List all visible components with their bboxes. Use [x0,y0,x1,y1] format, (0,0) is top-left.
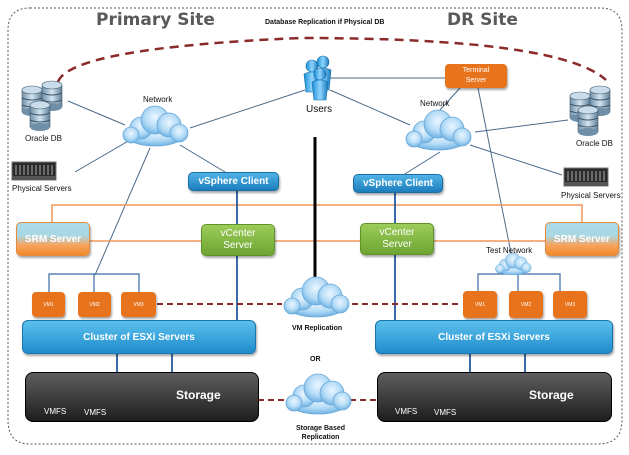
link-network-users [189,89,306,129]
link-terminal-network-dr [439,87,461,111]
vcenter-label-2: Server [382,239,412,250]
srm-server-primary[interactable]: SRM Server [16,222,90,256]
terminal-server-label-2: Server [465,77,487,84]
storage-replication-label-2: Replication [301,434,340,441]
storage-replication-label: Storage Based Replication [296,424,345,442]
vmfs-label: VMFS [84,408,107,417]
dr-site-title: DR Site [447,10,518,30]
vcenter-server-primary[interactable]: vCenter Server [201,224,275,256]
vm-primary-1[interactable]: VM1 [32,292,65,317]
vm-dr-2[interactable]: VM2 [509,291,543,318]
users-icon [303,55,332,101]
vm-replication-label: VM Replication [292,325,343,332]
oracle-db-label-dr: Oracle DB [576,139,613,148]
physical-servers-icon-dr [563,167,609,187]
outer-border [7,7,623,445]
vmfs-label: VMFS [395,407,418,416]
primary-site-title: Primary Site [96,10,215,30]
link-users-network-dr [329,89,411,126]
oracle-db-label-primary: Oracle DB [25,134,62,143]
link-network-vsphere [179,144,231,176]
db-replication-arc [56,36,607,83]
link-network-oracle-dr [474,119,569,133]
vm-primary-2[interactable]: VM2 [78,292,111,317]
vsphere-client-dr[interactable]: vSphere Client [353,174,443,193]
vcenter-server-dr[interactable]: vCenter Server [360,223,434,255]
terminal-server-label-1: Terminal [462,67,490,74]
esxi-cluster-primary[interactable]: Cluster of ESXi Servers [22,320,256,354]
link-network-vsphere-dr [399,151,441,178]
storage-replication-label-1: Storage Based [296,425,346,432]
link-oracle-network [67,100,126,126]
network-label-primary: Network [143,95,173,104]
link-physical-network [74,139,131,173]
storage-replication-cloud [285,373,352,415]
vsphere-client-primary[interactable]: vSphere Client [188,172,279,191]
storage-dr[interactable]: Storage VMFS VMFS [377,372,612,422]
vm-dr-1[interactable]: VM1 [463,291,497,318]
srm-server-dr[interactable]: SRM Server [545,222,619,256]
link-network-physical-dr [469,144,563,176]
network-cloud-primary [122,105,189,147]
test-network-cloud [495,252,532,276]
srm-link-top [51,204,583,227]
db-replication-label: Database Replication if Physical DB [265,19,385,26]
vmfs-label: VMFS [434,408,457,417]
test-network-label: Test Network [486,246,533,255]
network-cloud-dr [405,109,472,151]
link-network-vms [94,147,151,276]
vm-dr-3[interactable]: VM3 [553,291,587,318]
oracle-db-icon-dr [569,85,611,137]
vm-primary-3[interactable]: VM3 [121,292,156,317]
terminal-server-box[interactable]: Terminal Server [445,64,507,88]
vcenter-label-1: vCenter [379,227,415,238]
network-label-dr: Network [420,99,450,108]
vm-replication-cloud [283,276,350,318]
storage-primary[interactable]: Storage VMFS VMFS [25,372,259,422]
physical-servers-label-primary: Physical Servers [12,184,72,193]
users-label: Users [306,104,333,115]
physical-servers-label-dr: Physical Servers [561,191,621,200]
vmfs-label: VMFS [44,407,67,416]
vcenter-label-2: Server [223,240,253,251]
link-terminal-testnet [477,87,513,259]
vcenter-label-1: vCenter [220,228,256,239]
storage-label: Storage [529,388,574,402]
esxi-cluster-dr[interactable]: Cluster of ESXi Servers [375,320,613,354]
physical-servers-icon-primary [11,161,57,181]
or-label: OR [310,356,321,363]
oracle-db-icon-primary [21,80,63,132]
storage-label: Storage [176,388,221,402]
